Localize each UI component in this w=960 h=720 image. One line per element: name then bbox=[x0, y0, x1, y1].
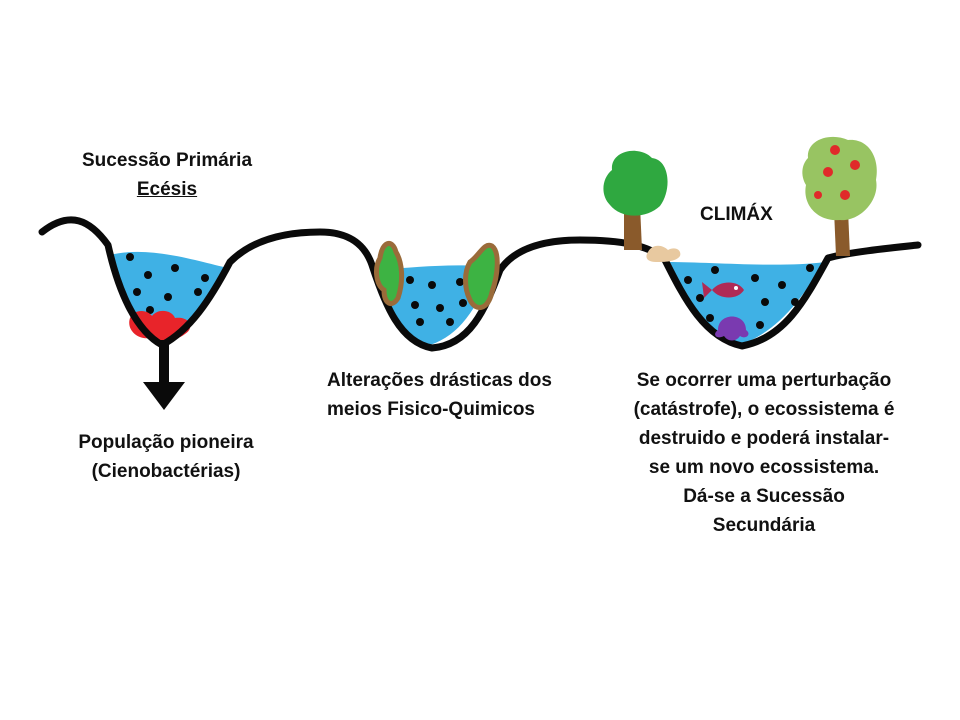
arrow-down-icon bbox=[143, 340, 185, 410]
stage-3-caption-line-2: (catástrofe), o ecossistema é bbox=[633, 399, 895, 420]
stage-2-caption-line-2: meios Fisico-Quimicos bbox=[327, 399, 535, 420]
stage-3-caption-line-6: Secundária bbox=[712, 515, 816, 536]
tree-icon bbox=[603, 150, 668, 250]
stage-1-caption-line-1: População pioneira bbox=[78, 432, 254, 453]
plant-icon bbox=[374, 241, 405, 306]
pond-1-dots bbox=[126, 253, 209, 314]
stage-3-caption-line-3: destruido e poderá instalar- bbox=[638, 428, 890, 449]
stage-1-caption-line-2: (Cienobactérias) bbox=[91, 461, 241, 482]
stage-1-caption: População pioneira (Cienobactérias) bbox=[52, 428, 280, 486]
stage-1-title: Sucessão Primária bbox=[81, 150, 253, 171]
stage-1-subtitle: Ecésis bbox=[136, 179, 198, 200]
stage-3-caption-line-1: Se ocorrer uma perturbação bbox=[636, 370, 892, 391]
stage-1-heading: Sucessão Primária Ecésis bbox=[62, 146, 272, 204]
pond-2-dots bbox=[406, 276, 467, 326]
animal-icon bbox=[646, 245, 681, 262]
stage-3-caption-line-5: Dá-se a Sucessão bbox=[683, 486, 845, 507]
stage-2-caption: Alterações drásticas dos meios Fisico-Qu… bbox=[327, 366, 552, 424]
plant-icon bbox=[463, 242, 500, 310]
stage-2-caption-line-1: Alterações drásticas dos bbox=[327, 370, 552, 391]
fish-icon bbox=[702, 282, 744, 298]
stage-3-title: CLIMÁX bbox=[700, 204, 773, 225]
stage-3-caption: Se ocorrer uma perturbação (catástrofe),… bbox=[608, 366, 920, 540]
pond-3-dots bbox=[684, 264, 814, 329]
octopus-icon bbox=[715, 316, 749, 341]
fruit-tree-icon bbox=[802, 136, 877, 256]
stage-3-caption-line-4: se um novo ecossistema. bbox=[648, 457, 880, 478]
